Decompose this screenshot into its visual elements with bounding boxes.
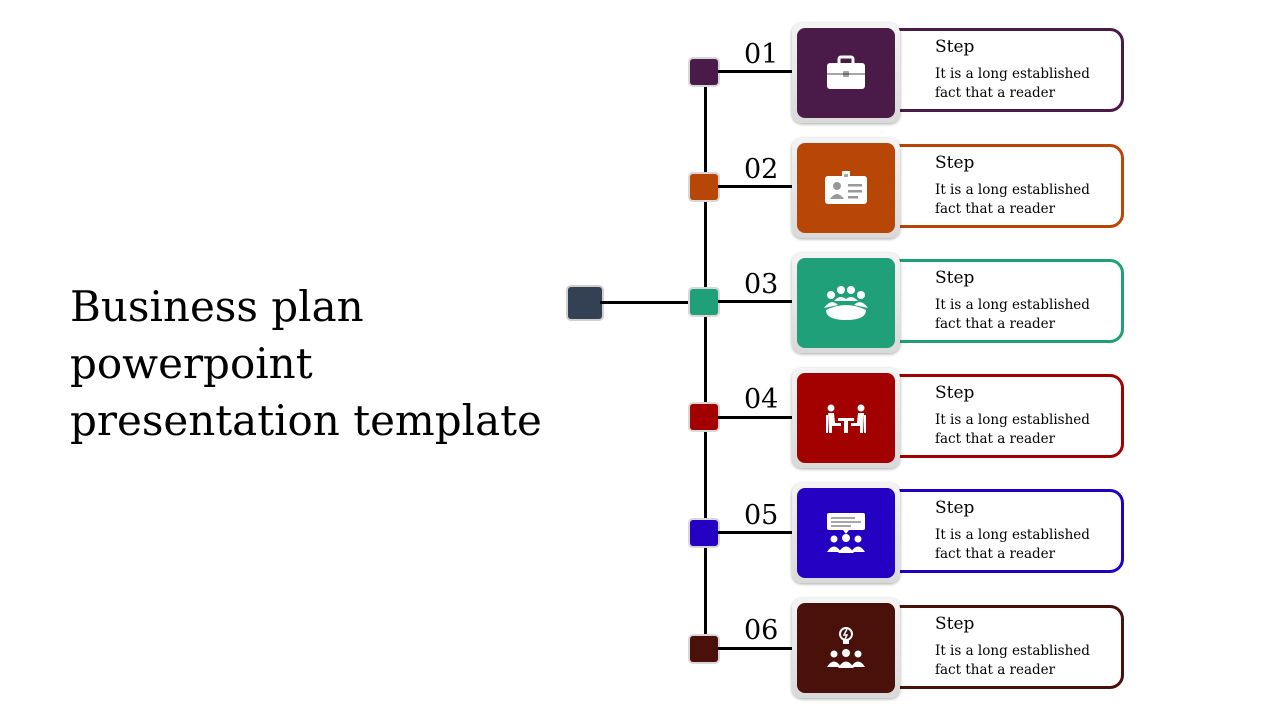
step-card: Step It is a long established fact that … [880,605,1124,689]
step-number: 01 [744,39,779,70]
step-icon-tile [792,368,900,468]
step-icon-bg [797,603,895,693]
step-icon-bg [797,488,895,578]
id-badge-icon [825,171,867,204]
step-connector [718,185,792,188]
step-node [690,289,718,315]
step-card: Step It is a long established fact that … [880,489,1124,573]
step-icon-bg [797,143,895,233]
title-line-1: Business plan [70,282,364,331]
step-icon-tile [792,23,900,123]
step-card: Step It is a long established fact that … [880,144,1124,228]
step-number: 02 [744,154,779,185]
step-node [690,59,718,85]
step-card: Step It is a long established fact that … [880,28,1124,112]
step-number: 06 [744,615,779,646]
step-card: Step It is a long established fact that … [880,374,1124,458]
title-line-2: powerpoint [70,339,313,388]
step-number: 05 [744,500,779,531]
step-node [690,520,718,546]
step-connector [718,647,792,650]
meeting-table-icon [824,286,868,320]
step-connector [718,416,792,419]
step-description: It is a long established fact that a rea… [935,66,1090,101]
team-idea-icon [827,627,865,668]
step-label: Step [935,383,975,403]
slide-title: Business plan powerpoint presentation te… [70,278,570,449]
step-icon-bg [797,373,895,463]
step-icon-tile [792,138,900,238]
hub-connector [600,301,692,304]
step-label: Step [935,268,975,288]
step-description: It is a long established fact that a rea… [935,182,1090,217]
step-node [690,174,718,200]
step-description: It is a long established fact that a rea… [935,527,1090,562]
title-line-3: presentation template [70,396,542,445]
step-icon-tile [792,483,900,583]
step-icon-bg [797,258,895,348]
step-number: 04 [744,384,779,415]
step-card: Step It is a long established fact that … [880,259,1124,343]
step-connector [718,70,792,73]
step-label: Step [935,37,975,57]
step-number: 03 [744,269,779,300]
step-icon-bg [797,28,895,118]
step-icon-tile [792,253,900,353]
step-connector [718,300,792,303]
presentation-audience-icon [827,513,865,553]
briefcase-icon [827,55,865,89]
step-description: It is a long established fact that a rea… [935,297,1090,332]
step-node [690,404,718,430]
step-label: Step [935,498,975,518]
step-label: Step [935,614,975,634]
hub-node [568,287,602,319]
step-connector [718,531,792,534]
step-description: It is a long established fact that a rea… [935,643,1090,678]
step-icon-tile [792,598,900,698]
step-node [690,636,718,662]
interview-icon [826,404,866,433]
timeline-spine [704,72,707,650]
step-description: It is a long established fact that a rea… [935,412,1090,447]
step-label: Step [935,153,975,173]
